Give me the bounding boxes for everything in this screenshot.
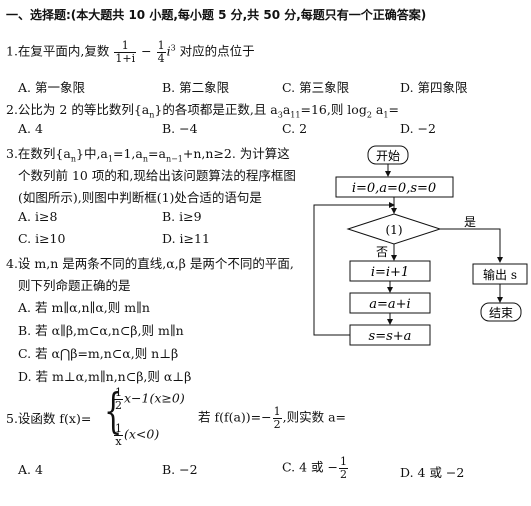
q2-option-b: B. −4 [162, 121, 198, 136]
flow-start-label: 开始 [376, 149, 400, 163]
q2-text-5: = [388, 102, 399, 117]
q1-option-a: A. 第一象限 [18, 80, 85, 95]
q1-minus: − [141, 43, 152, 59]
q1-f2-num: 1 [156, 39, 166, 53]
question-4-line-2: 则下列命题正确的是 [18, 278, 131, 293]
flow-yes-label: 是 [464, 215, 476, 229]
q5-option-a: A. 4 [18, 462, 43, 477]
q3-t2: }中,a [76, 146, 108, 161]
q5-option-b: B. −2 [162, 462, 198, 477]
q1-i: i [166, 43, 171, 59]
q4-option-b: B. 若 α∥β,m⊂α,n⊂β,则 m∥n [18, 323, 184, 338]
q3-option-a: A. i≥8 [18, 209, 58, 224]
question-3-line-1: 3.在数列{an}中,a1=1,an=an−1+n,n≥2. 为计算这 [6, 143, 290, 164]
q3-t1: 3.在数列{a [6, 146, 71, 161]
flow-yes-arrow [440, 228, 503, 263]
q5-c2-den: x [115, 434, 122, 448]
flow-end-box [480, 302, 522, 322]
q5-mid: 若 f(f(a))=− [198, 409, 272, 425]
q5-post: ,则实数 a= [282, 409, 347, 425]
q4-option-a: A. 若 m∥α,n∥α,则 m∥n [18, 300, 150, 315]
q2-sub-3: 3 [277, 110, 283, 120]
q2-sub-2: 2 [366, 110, 372, 120]
flow-init-label: i=0,a=0,s=0 [352, 181, 436, 196]
q5-c1-den: 2 [115, 398, 122, 412]
q3-option-c: C. i≥10 [18, 231, 66, 246]
flow-decision-label: (1) [386, 223, 403, 237]
q5-optc-den: 2 [339, 467, 347, 481]
q5-c1-num: 1 [114, 386, 123, 400]
q1-f1-num: 1 [114, 40, 137, 53]
section-title: 一、选择题:(本大题共 10 小题,每小题 5 分,共 50 分,每题只有一个正… [6, 8, 427, 22]
q3-option-d: D. i≥11 [162, 231, 210, 246]
q4-option-d: D. 若 m⊥α,m∥n,n⊂β,则 α⊥β [18, 369, 192, 384]
q5-optc-text: C. 4 或 − [282, 459, 338, 475]
q3-t4: =a [148, 146, 166, 161]
q2-text-2: }的各项都是正数,且 a [154, 102, 278, 117]
flow-step1-label: i=i+1 [371, 265, 409, 280]
q3-option-b: B. i≥9 [162, 209, 202, 224]
q2-option-d: D. −2 [400, 121, 436, 136]
q2-sub-n: n [149, 110, 155, 120]
q2-a11: a [282, 102, 291, 117]
q2-option-a: A. 4 [18, 121, 43, 136]
q5-mid-num: 1 [272, 405, 282, 419]
q3-s1: n [70, 154, 76, 164]
question-3-line-2: 个数列前 10 项的和,现给出该问题算法的程序框图 [18, 168, 296, 183]
q1-i-exp: 3 [170, 43, 176, 53]
q1-option-b: B. 第二象限 [162, 80, 230, 95]
question-5-pre: 5.设函数 f(x)= [6, 411, 92, 426]
q4-option-c: C. 若 α⋂β=m,n⊂α,则 n⊥β [18, 346, 179, 361]
flow-no-label: 否 [376, 245, 388, 259]
q5-c2-num: 1 [114, 422, 123, 436]
q2-text-3: =16,则 log [300, 102, 367, 117]
q2-sub-11: 11 [290, 110, 301, 120]
flow-step2-label: a=a+i [369, 297, 410, 312]
flow-end-label: 结束 [489, 306, 513, 320]
q2-sub-1: 1 [383, 110, 389, 120]
q2-text-4: a [375, 102, 384, 117]
q1-f1-den: 1+i [115, 51, 136, 65]
q1-option-c: C. 第三象限 [282, 80, 350, 95]
q2-text-1: 2.公比为 2 的等比数列{a [6, 102, 150, 117]
q3-t3: =1,a [112, 146, 143, 161]
q2-option-c: C. 2 [282, 121, 308, 136]
flow-loop-arrow [313, 202, 395, 336]
q5-optc-num: 1 [338, 455, 348, 469]
q5-c1-rest: x−1(x≥0) [124, 390, 185, 406]
q5-option-d: D. 4 或 −2 [400, 465, 465, 480]
q3-s4: n−1 [165, 154, 183, 164]
q1-f2-den: 4 [157, 51, 165, 65]
q3-t5: +n,n≥2. 为计算这 [182, 146, 290, 161]
q1-option-d: D. 第四象限 [400, 80, 468, 95]
q3-s2: 1 [107, 154, 113, 164]
question-3-line-3: (如图所示),则图中判断框(1)处合适的语句是 [18, 190, 262, 205]
q1-text: 1.在复平面内,复数 [6, 43, 110, 59]
q5-c2-rest: (x<0) [124, 426, 160, 442]
flow-step3-label: s=s+a [369, 329, 412, 344]
question-4-line-1: 4.设 m,n 是两条不同的直线,α,β 是两个不同的平面, [6, 256, 294, 271]
q1-text-post: 对应的点位于 [179, 43, 255, 59]
q3-s3: n [142, 154, 148, 164]
flow-output-label: 输出 s [483, 267, 517, 282]
q5-mid-den: 2 [273, 417, 281, 431]
question-2: 2.公比为 2 的等比数列{an}的各项都是正数,且 a3a11=16,则 lo… [6, 99, 399, 120]
